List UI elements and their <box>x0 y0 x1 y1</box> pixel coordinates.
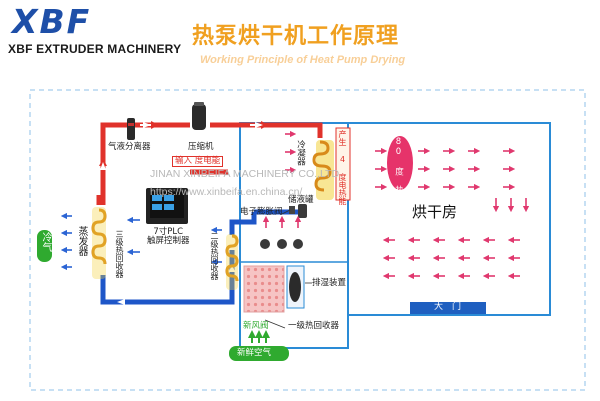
label-dehumidifier: 排湿装置 <box>312 278 347 288</box>
watermark-line2: https://www.xinbeifa.en.china.cn/ <box>150 186 303 198</box>
expansion-valve-body <box>289 206 295 214</box>
label-secondary-recovery: 二级热回收器 <box>210 232 219 280</box>
label-input-power: 输入 度电能 <box>172 156 224 167</box>
label-fresh-air-valve: 新风阀 <box>243 321 269 331</box>
secondary-recovery-coil <box>225 234 239 282</box>
fresh-air-pill <box>229 346 289 361</box>
watermark-line1: JINAN XINBEIFA MACHINERY CO.,LTD <box>150 168 340 180</box>
compressor-body <box>192 104 206 130</box>
fan-right <box>293 239 303 249</box>
cold-air-pill <box>37 230 52 262</box>
condenser-coil <box>312 140 332 192</box>
gas-liquid-separator-body <box>127 118 135 140</box>
hot-wind-badge <box>387 136 413 190</box>
label-compressor: 压缩机 <box>188 142 214 152</box>
diagram-title: 热泵烘干机工作原理 <box>192 24 400 49</box>
label-drying-room: 烘干房 <box>412 203 458 221</box>
label-door: 大 门 <box>434 302 462 312</box>
label-evaporator: 蒸发器 <box>76 226 87 256</box>
brand-logo: XBF <box>12 2 92 41</box>
evaporator-coil <box>91 208 107 265</box>
fan-left <box>260 239 270 249</box>
door-bar <box>410 302 486 314</box>
fan-mid <box>277 239 287 249</box>
heat-generation-box <box>335 127 351 201</box>
pipe-flow-arrowheads <box>100 122 263 170</box>
airflow-arrows <box>60 130 530 280</box>
label-hot-wind: 80 度 热 风 <box>393 137 404 213</box>
label-condenser: 冷凝器 <box>295 140 306 166</box>
diagram-subtitle: Working Principle of Heat Pump Drying <box>200 54 406 66</box>
primary-recovery-mesh <box>243 265 285 313</box>
leader-lines <box>264 209 312 329</box>
label-fresh-air: 新鲜空气 <box>237 348 272 358</box>
label-cold-air: 冷气 <box>40 232 51 252</box>
label-expansion-valve: 电子膨胀阀 <box>240 207 283 217</box>
cold-pipe-arrowheads <box>117 264 235 305</box>
label-primary-recovery: 一级热回收器 <box>288 321 340 331</box>
company-name: XBF EXTRUDER MACHINERY <box>8 42 182 56</box>
label-gas-liquid-separator: 气液分离器 <box>108 142 151 152</box>
label-heat-generation: 产生 4 度电热能 <box>338 130 347 205</box>
label-tertiary-recovery: 三级热回收器 <box>115 230 124 278</box>
label-liquid-receiver: 储液罐 <box>288 195 314 205</box>
label-plc: 7寸PLC 触屏控制器 <box>147 227 190 246</box>
fresh-air-arrows <box>248 330 270 343</box>
liquid-receiver-body <box>298 204 307 218</box>
unit-boundary <box>29 89 586 391</box>
